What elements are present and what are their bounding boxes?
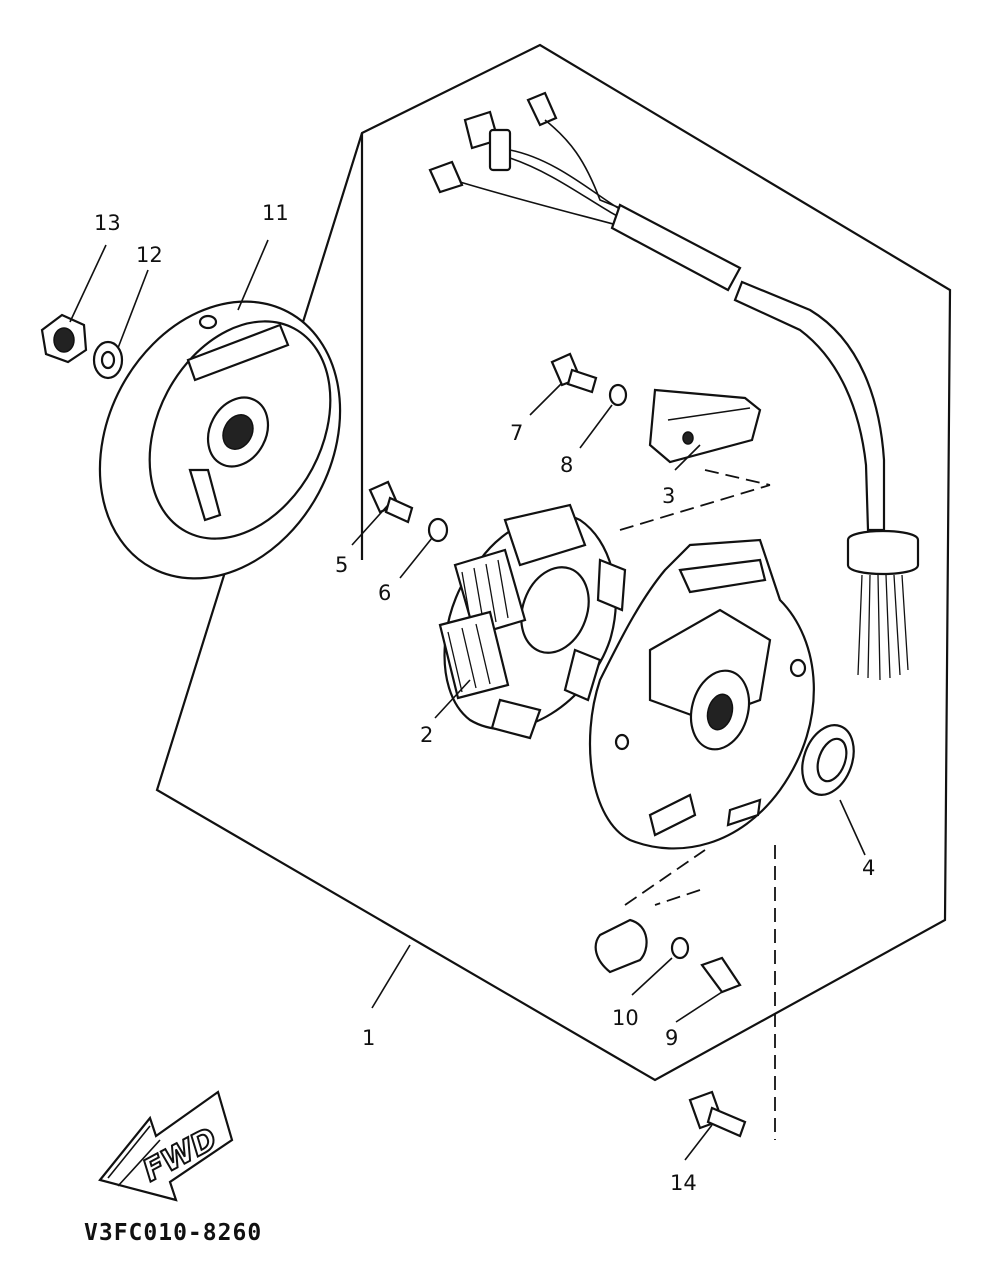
stator-base-plate <box>588 538 815 850</box>
wire-harness <box>428 91 920 681</box>
stator-washer <box>427 517 449 543</box>
callout-1: 1 <box>362 1026 375 1050</box>
callout-9: 9 <box>665 1026 678 1050</box>
callout-12: 12 <box>136 243 163 267</box>
clamp-screw <box>700 956 742 994</box>
oil-seal <box>801 724 855 796</box>
callout-10: 10 <box>612 1006 639 1030</box>
callout-labels: 1 2 3 4 5 6 7 8 9 10 11 12 13 14 <box>94 201 875 1195</box>
cover-screw <box>688 1090 747 1138</box>
leader-lines <box>69 239 866 1161</box>
pickup-coil <box>648 388 762 464</box>
pickup-washer <box>608 383 628 407</box>
callout-2: 2 <box>420 723 433 747</box>
lead-clamp <box>594 918 648 974</box>
rotor-nut <box>40 313 88 364</box>
callout-6: 6 <box>378 581 391 605</box>
flywheel-rotor <box>98 300 342 580</box>
diagram-code: V3FC010-8260 <box>84 1220 262 1246</box>
stator-coil <box>438 503 627 740</box>
callout-7: 7 <box>510 421 523 445</box>
callout-13: 13 <box>94 211 121 235</box>
clamp-washer <box>670 936 690 960</box>
forward-direction-arrow: FWD <box>98 1090 234 1202</box>
assembly-outline <box>155 43 952 1082</box>
callout-8: 8 <box>560 453 573 477</box>
rotor-washer <box>92 340 124 380</box>
stator-screw <box>368 480 414 524</box>
callout-14: 14 <box>670 1171 697 1195</box>
pickup-screw <box>550 352 598 394</box>
callout-11: 11 <box>262 201 289 225</box>
callout-3: 3 <box>662 484 675 508</box>
alignment-lines <box>619 469 776 1140</box>
callout-4: 4 <box>862 856 875 880</box>
callout-5: 5 <box>335 553 348 577</box>
